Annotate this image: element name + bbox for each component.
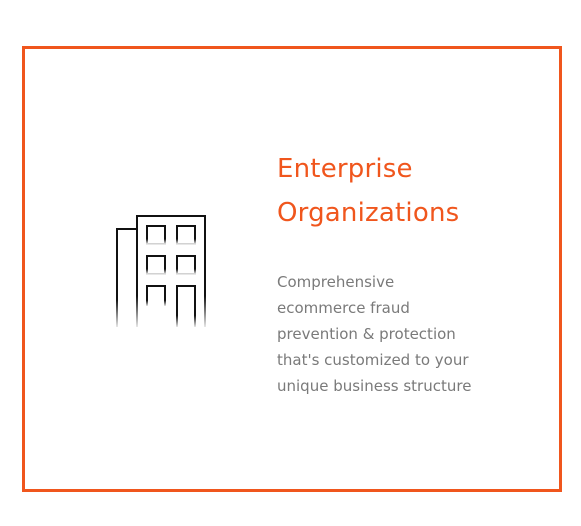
card-description-line-2: ecommerce fraud (277, 299, 410, 317)
card-description-line-3: prevention & protection (277, 325, 456, 343)
card-description-line-5: unique business structure (277, 377, 472, 395)
card-title-line-1: Enterprise (277, 154, 413, 184)
card-description-line-4: that's customized to your (277, 351, 469, 369)
card-title: Enterprise Organizations (277, 147, 547, 235)
enterprise-organizations-card: Enterprise Organizations Comprehensive e… (22, 46, 562, 492)
card-title-line-2: Organizations (277, 198, 460, 228)
card-description: Comprehensive ecommerce fraud prevention… (277, 269, 537, 399)
office-building-icon (103, 215, 219, 328)
card-description-line-1: Comprehensive (277, 273, 395, 291)
